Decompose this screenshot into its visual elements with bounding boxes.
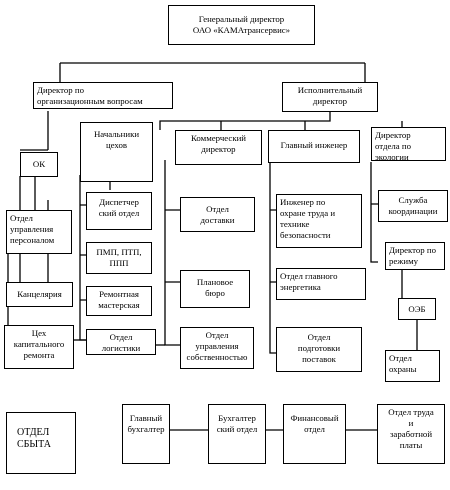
accounting-box: Бухгалтер ский отдел <box>208 404 266 464</box>
ecology-director-box: Директор отдела по экологии <box>371 127 446 162</box>
ok-box: ОК <box>20 152 58 177</box>
sales-dept-box: ОТДЕЛ СБЫТА <box>6 412 76 474</box>
chief-engineer-box: Главный инженер <box>268 130 360 163</box>
delivery-box: Отдел доставки <box>180 197 255 232</box>
supply-prep-box: Отдел подготовки поставок <box>276 327 362 372</box>
hr-dept-box: Отдел управления персоналом <box>6 210 72 254</box>
commercial-director-box: Коммерческий директор <box>175 130 262 165</box>
property-box: Отдел управления собственностью <box>180 327 254 369</box>
executive-director-box: Исполнительный директор <box>282 82 378 112</box>
general-director-box: Генеральный директор ОАО «КАМАтрансервис… <box>168 5 315 45</box>
oeb-box: ОЭБ <box>398 298 436 320</box>
pmp-box: ПМП, ПТП, ППП <box>86 242 152 274</box>
security-box: Отдел охраны <box>385 350 440 382</box>
repair-shop-box: Ремонтная мастерская <box>86 286 152 316</box>
office-box: Канцелярия <box>6 282 73 307</box>
safety-engineer-box: Инженер по охране труда и технике безопа… <box>276 194 362 248</box>
cap-repair-box: Цех капитального ремонта <box>4 325 74 369</box>
director-org-box: Директор по организационным вопросам <box>33 82 173 109</box>
finance-box: Финансовый отдел <box>283 404 346 464</box>
shop-heads-box: Начальники цехов <box>80 122 153 182</box>
power-dept-box: Отдел главного энергетика <box>276 268 366 300</box>
planning-box: Плановое бюро <box>180 270 250 308</box>
chief-accountant-box: Главный бухгалтер <box>122 404 170 464</box>
regime-director-box: Директор по режиму <box>385 242 445 270</box>
logistics-box: Отдел логистики <box>86 329 156 355</box>
labor-wages-box: Отдел труда и заработной платы <box>377 404 445 464</box>
coordination-box: Служба координации <box>378 190 448 222</box>
dispatch-box: Диспетчер ский отдел <box>86 192 152 230</box>
